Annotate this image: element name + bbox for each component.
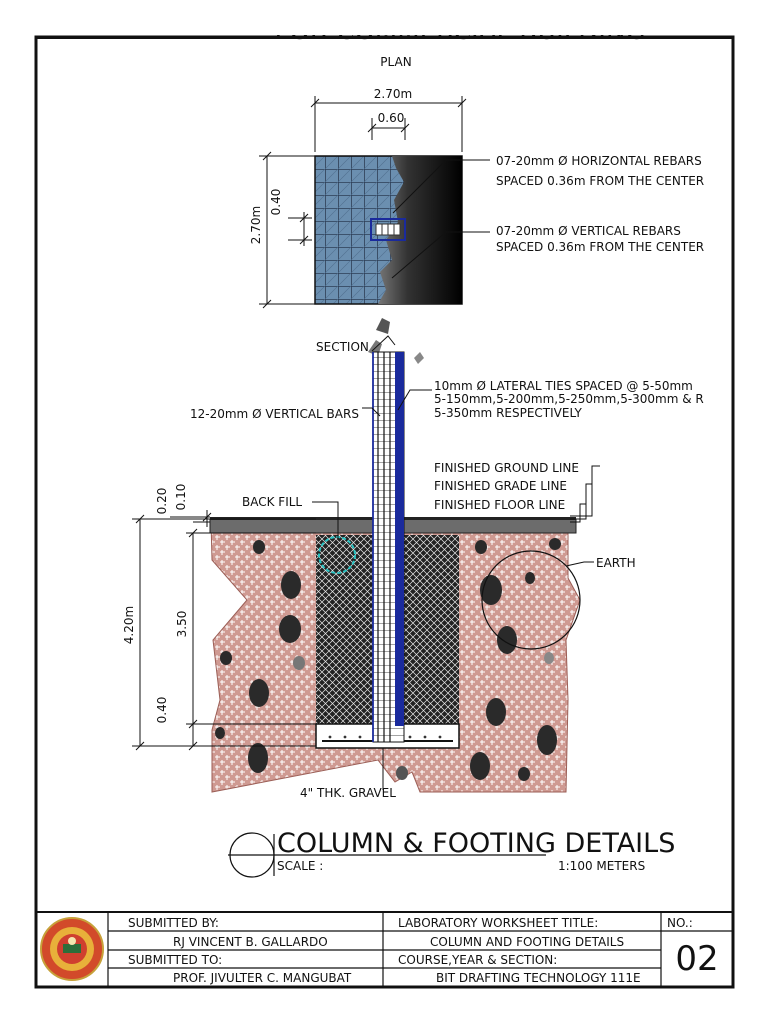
submitted-by-label: SUBMITTED BY: xyxy=(128,916,219,930)
backfill-right xyxy=(404,535,459,725)
worksheet-title-label: LABORATORY WORKSHEET TITLE: xyxy=(398,916,598,930)
column-section xyxy=(372,351,405,743)
back-fill-label: BACK FILL xyxy=(242,495,302,509)
finished-floor-line-label: FINISHED FLOOR LINE xyxy=(434,498,565,512)
plan-width-label: 2.70m xyxy=(374,87,412,101)
sheet-border-top xyxy=(36,37,733,39)
ties-note-1: 10mm Ø LATERAL TIES SPACED @ 5-50mm xyxy=(434,379,693,393)
drawing-title-symbol xyxy=(228,832,546,878)
plan-column-width-label: 0.60 xyxy=(378,111,405,125)
dim-350: 3.50 xyxy=(175,611,189,638)
plan-note-vertical-1: 07-20mm Ø VERTICAL REBARS xyxy=(496,224,681,238)
dim-total-depth: 4.20m xyxy=(122,606,136,644)
plan-heading: PLAN xyxy=(380,55,411,69)
plan-width-dimension xyxy=(310,96,467,152)
dim-040: 0.40 xyxy=(155,697,169,724)
ties-note-3: 5-350mm RESPECTIVELY xyxy=(434,406,583,420)
plan-note-horizontal-2: SPACED 0.36m FROM THE CENTER xyxy=(496,174,704,188)
school-seal-logo xyxy=(40,917,104,981)
plan-leaders xyxy=(391,159,490,279)
earth-detail-circle xyxy=(481,550,581,650)
section-depth-dimensions xyxy=(132,510,316,751)
section-heading: SECTION xyxy=(316,340,369,354)
course-value: BIT DRAFTING TECHNOLOGY 111E xyxy=(436,971,641,985)
footing-plan xyxy=(314,155,463,305)
backfill-marker-circle xyxy=(318,536,356,574)
plan-column-height-dimension xyxy=(288,212,312,246)
course-label: COURSE,YEAR & SECTION: xyxy=(398,953,557,967)
plan-column-width-dimension xyxy=(367,118,410,140)
worksheet-title-value: COLUMN AND FOOTING DETAILS xyxy=(430,935,624,949)
plan-height-dimension xyxy=(259,151,315,309)
gravel-label: 4" THK. GRAVEL xyxy=(300,786,396,800)
plan-height-label: 2.70m xyxy=(249,206,263,244)
backfill-left xyxy=(316,535,373,725)
plan-column-outline xyxy=(370,218,406,241)
dim-020: 0.20 xyxy=(155,488,169,515)
scale-label: SCALE : xyxy=(277,859,323,873)
dim-010: 0.10 xyxy=(174,484,188,511)
title-block xyxy=(35,911,734,988)
submitted-by-name: RJ VINCENT B. GALLARDO xyxy=(173,935,328,949)
section-leaders xyxy=(312,335,600,790)
ties-note-2: 5-150mm,5-200mm,5-250mm,5-300mm & R xyxy=(434,392,704,406)
plan-column-height-label: 0.40 xyxy=(269,189,283,216)
scale-value: 1:100 METERS xyxy=(558,859,645,873)
vertical-bars-note: 12-20mm Ø VERTICAL BARS xyxy=(190,407,359,421)
plan-note-horizontal-1: 07-20mm Ø HORIZONTAL REBARS xyxy=(496,154,702,168)
finished-ground-line-label: FINISHED GROUND LINE xyxy=(434,461,579,475)
plan-note-vertical-2: SPACED 0.36m FROM THE CENTER xyxy=(496,240,704,254)
submitted-to-name: PROF. JIVULTER C. MANGUBAT xyxy=(173,971,352,985)
sheet-number-value: 02 xyxy=(675,939,718,979)
earth-label: EARTH xyxy=(596,556,636,570)
drawing-title: COLUMN & FOOTING DETAILS xyxy=(277,828,675,859)
submitted-to-label: SUBMITTED TO: xyxy=(128,953,222,967)
finished-grade-line-label: FINISHED GRADE LINE xyxy=(434,479,567,493)
sheet-number-label: NO.: xyxy=(667,916,693,930)
